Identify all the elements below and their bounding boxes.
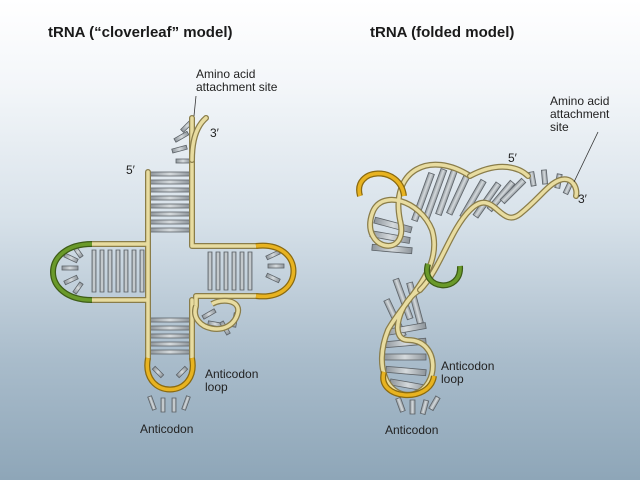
folded-amino-label-1: Amino acid	[550, 94, 610, 108]
cloverleaf-title: tRNA (“cloverleaf” model)	[48, 24, 233, 41]
cloverleaf-amino-label-2: attachment site	[196, 80, 278, 94]
cloverleaf-amino-label-1: Amino acid	[196, 67, 256, 81]
d-arm-stem	[91, 249, 145, 293]
folded-amino-label-2: attachment	[550, 107, 610, 121]
cloverleaf-anticodon-loop-label-2: loop	[205, 380, 228, 394]
anticodon-loop-bases	[147, 365, 191, 413]
folded-anticodon-label: Anticodon	[385, 423, 439, 437]
cloverleaf-three-prime-label: 3′	[210, 126, 219, 140]
folded-model	[356, 131, 599, 416]
folded-title: tRNA (folded model)	[370, 24, 515, 41]
folded-anticodon-loop-label-1: Anticodon	[441, 359, 495, 373]
t-arm-stem	[207, 251, 253, 291]
folded-five-prime-label: 5′	[508, 151, 517, 165]
anticodon-stem	[149, 317, 191, 355]
folded-anticodon-loop-label-2: loop	[441, 372, 464, 386]
folded-three-prime-label: 3′	[578, 192, 587, 206]
cloverleaf-model	[50, 95, 297, 413]
cloverleaf-five-prime-label: 5′	[126, 163, 135, 177]
folded-amino-label-3: site	[550, 120, 569, 134]
t-loop-bases	[265, 249, 285, 284]
cloverleaf-anticodon-label: Anticodon	[140, 422, 194, 436]
d-loop	[50, 241, 93, 303]
acceptor-stem	[149, 171, 191, 233]
cloverleaf-anticodon-loop-label-1: Anticodon	[205, 367, 259, 381]
d-loop-bases	[61, 245, 84, 295]
cloverleaf-backbone	[89, 115, 259, 361]
